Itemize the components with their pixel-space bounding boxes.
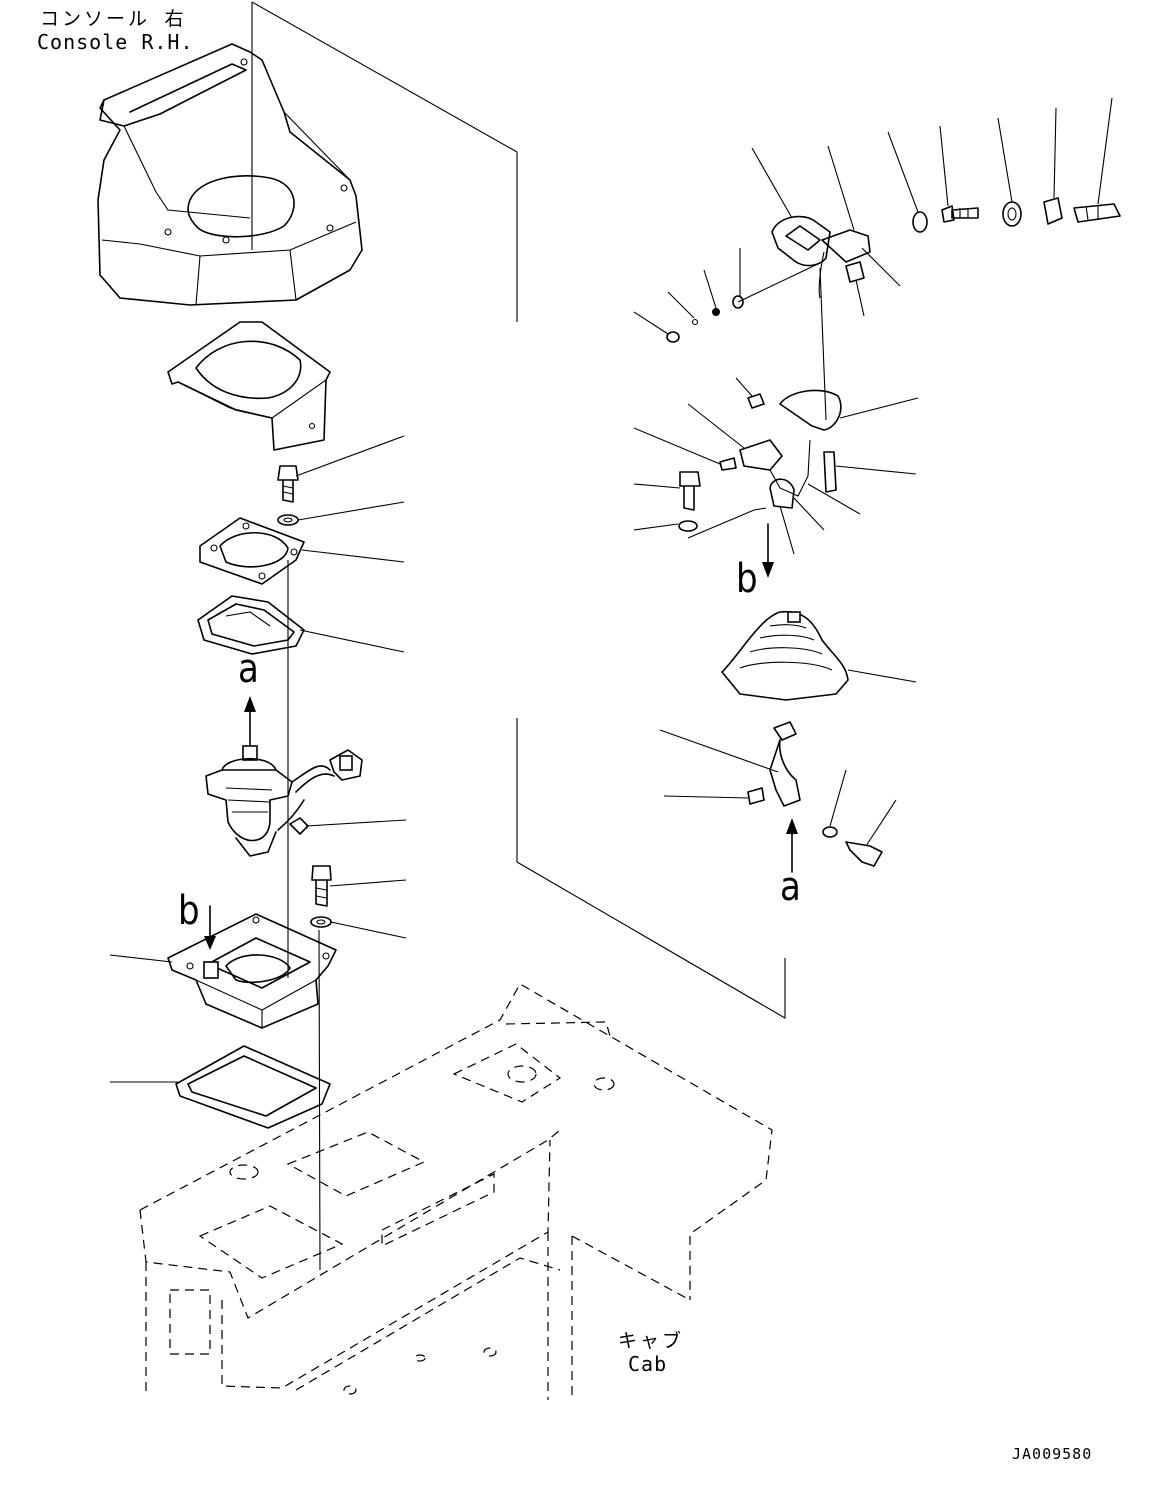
callout-b-left: b [178, 888, 200, 934]
drawing-code: JA009580 [1012, 1445, 1093, 1463]
console-cover [97, 43, 363, 306]
bolt-lower-left [310, 865, 332, 928]
boot-frame [197, 595, 305, 655]
leader-lines [109, 97, 1113, 1083]
cab-structure [139, 983, 773, 1400]
mounting-bracket [167, 321, 331, 451]
rubber-boot [721, 610, 849, 701]
connector-bracket [678, 389, 842, 539]
lower-gasket [175, 1045, 331, 1129]
arrow-a-upper [244, 696, 256, 751]
callout-b-right: b [736, 556, 758, 602]
cab-label-ja: キャブ [618, 1330, 685, 1352]
lever-arm [747, 721, 883, 867]
lever-case [167, 913, 337, 1029]
console-label-ja: コンソール 右 [40, 8, 187, 30]
arrow-a-lower [786, 818, 798, 873]
switch-assembly [666, 197, 1121, 343]
cab-label-en: Cab [628, 1352, 668, 1376]
callout-a-upper: a [238, 646, 259, 692]
arrow-b-left [204, 905, 216, 950]
console-label-en: Console R.H. [37, 30, 194, 54]
callout-a-lower: a [780, 864, 801, 910]
assembly-guide-lines [251, 1, 827, 1271]
upper-gasket [199, 517, 305, 585]
bolt-upper-left [277, 465, 299, 526]
ppc-valve [205, 745, 363, 857]
arrow-b-right [762, 523, 774, 578]
